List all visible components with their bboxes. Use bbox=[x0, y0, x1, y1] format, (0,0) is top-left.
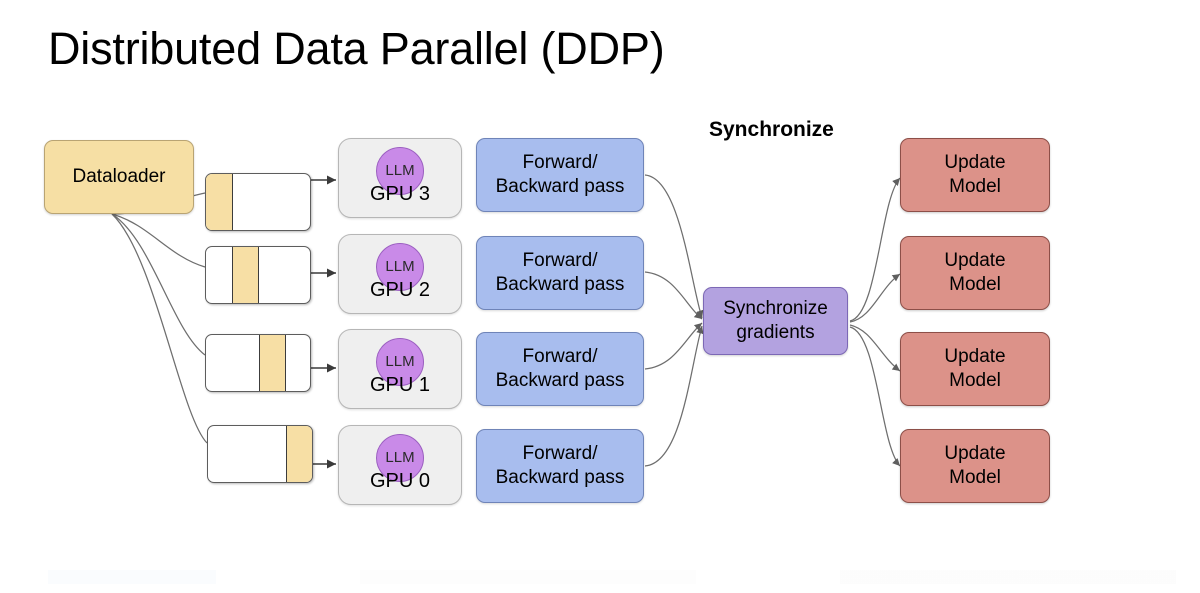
shard-gpu3[interactable] bbox=[205, 173, 311, 231]
gpu-label: GPU 2 bbox=[369, 279, 431, 301]
edge-sync-update1 bbox=[849, 324, 901, 372]
update-line-2: Model bbox=[949, 176, 1001, 197]
edge-sync-update0 bbox=[849, 326, 901, 467]
shard-gpu0[interactable] bbox=[207, 425, 313, 483]
edge-dataloader-shard-2 bbox=[111, 213, 206, 268]
page-title: Distributed Data Parallel (DDP) bbox=[48, 23, 665, 74]
edge-pass3-sync bbox=[644, 174, 704, 319]
llm-circle: LLM bbox=[376, 243, 424, 291]
shard-band bbox=[206, 174, 234, 230]
edge-sync-update3 bbox=[849, 177, 901, 322]
update-line-2: Model bbox=[949, 274, 1001, 295]
pass-line-1: Forward/ bbox=[522, 443, 598, 464]
update-line-2: Model bbox=[949, 467, 1001, 488]
llm-label: LLM bbox=[385, 353, 415, 370]
forward-backward-box-3[interactable]: Forward/ Backward pass bbox=[476, 138, 644, 212]
forward-backward-box-2[interactable]: Forward/ Backward pass bbox=[476, 236, 644, 310]
footer-artifact bbox=[0, 570, 1200, 584]
synchronize-gradients-box[interactable]: Synchronize gradients bbox=[703, 287, 848, 355]
dataloader-label: Dataloader bbox=[72, 166, 166, 187]
update-line-2: Model bbox=[949, 370, 1001, 391]
update-line-1: Update bbox=[944, 250, 1006, 271]
llm-circle: LLM bbox=[376, 338, 424, 386]
shard-band bbox=[259, 335, 287, 391]
pass-line-2: Backward pass bbox=[495, 176, 625, 197]
edge-dataloader-shard-1 bbox=[111, 213, 206, 356]
gpu-label: GPU 1 bbox=[369, 374, 431, 396]
llm-circle: LLM bbox=[376, 147, 424, 195]
update-line-1: Update bbox=[944, 152, 1006, 173]
update-model-box-3[interactable]: Update Model bbox=[900, 138, 1050, 212]
shard-gpu2[interactable] bbox=[205, 246, 311, 304]
update-model-box-2[interactable]: Update Model bbox=[900, 236, 1050, 310]
pass-line-2: Backward pass bbox=[495, 370, 625, 391]
llm-circle: LLM bbox=[376, 434, 424, 482]
synchronize-heading: Synchronize bbox=[709, 118, 834, 141]
llm-label: LLM bbox=[385, 258, 415, 275]
update-model-box-0[interactable]: Update Model bbox=[900, 429, 1050, 503]
llm-label: LLM bbox=[385, 449, 415, 466]
edge-sync-update2 bbox=[849, 273, 901, 323]
pass-line-2: Backward pass bbox=[495, 467, 625, 488]
pass-line-2: Backward pass bbox=[495, 274, 625, 295]
forward-backward-box-0[interactable]: Forward/ Backward pass bbox=[476, 429, 644, 503]
shard-band bbox=[286, 426, 312, 482]
update-model-box-1[interactable]: Update Model bbox=[900, 332, 1050, 406]
edge-pass0-sync bbox=[644, 325, 704, 467]
pass-line-1: Forward/ bbox=[522, 152, 598, 173]
gpu-box-2[interactable]: LLM GPU 2 bbox=[338, 234, 462, 314]
dataloader-box[interactable]: Dataloader bbox=[44, 140, 194, 214]
gpu-box-1[interactable]: LLM GPU 1 bbox=[338, 329, 462, 409]
gpu-label: GPU 3 bbox=[369, 183, 431, 205]
edge-pass1-sync bbox=[644, 322, 703, 370]
sync-line-2: gradients bbox=[736, 322, 815, 343]
gpu-box-3[interactable]: LLM GPU 3 bbox=[338, 138, 462, 218]
shard-gpu1[interactable] bbox=[205, 334, 311, 392]
sync-line-1: Synchronize bbox=[723, 298, 828, 319]
pass-line-1: Forward/ bbox=[522, 250, 598, 271]
shard-band bbox=[232, 247, 260, 303]
update-line-1: Update bbox=[944, 443, 1006, 464]
gpu-box-0[interactable]: LLM GPU 0 bbox=[338, 425, 462, 505]
update-line-1: Update bbox=[944, 346, 1006, 367]
edge-pass2-sync bbox=[644, 271, 703, 320]
llm-label: LLM bbox=[385, 162, 415, 179]
gpu-label: GPU 0 bbox=[369, 470, 431, 492]
forward-backward-box-1[interactable]: Forward/ Backward pass bbox=[476, 332, 644, 406]
edge-dataloader-shard-0 bbox=[111, 213, 208, 444]
pass-line-1: Forward/ bbox=[522, 346, 598, 367]
